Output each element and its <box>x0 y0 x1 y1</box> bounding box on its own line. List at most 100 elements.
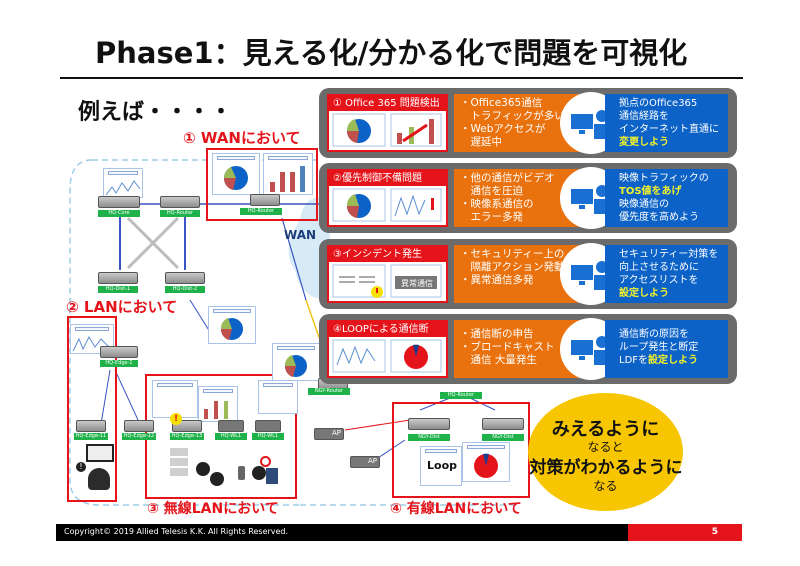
device-label: NGY-Dist <box>482 434 524 441</box>
device-label: HQ-Edge-1 <box>100 360 138 367</box>
bar-chart-icon <box>270 166 305 192</box>
blacklist-thumbnail <box>152 380 198 418</box>
hq-edge-a-switch[interactable] <box>76 420 106 432</box>
action-line: 映像通信の <box>619 199 669 210</box>
wan-highlight-box <box>206 148 318 221</box>
tablet-icon <box>266 468 278 484</box>
issue-card[interactable]: ③インシデント発生 異常通信 <box>327 245 448 303</box>
alert-icon: ! <box>76 462 86 472</box>
action-box: 通信断の原因を ループ発生と断定 LDFを設定しよう <box>605 320 728 378</box>
action-line: 向上させるために <box>619 262 699 273</box>
issue-panel-incident: ③インシデント発生 異常通信 ・セキュリティー上の 隔離アクション発動 ・異常通… <box>319 239 737 309</box>
action-line: 映像トラフィックの <box>619 173 709 184</box>
symptom-box: ・通信断の申告 ・ブロードキャスト 通信 大量発生 <box>454 320 586 378</box>
hq-dist-2-switch[interactable] <box>165 272 205 284</box>
link-hq-ngy2 <box>469 397 496 411</box>
issue-title: ③インシデント発生 <box>329 247 446 262</box>
action-line: 通信断の原因を <box>619 329 689 340</box>
action-line: 優先度を高めよう <box>619 212 699 223</box>
virus-icon <box>252 466 266 480</box>
conclusion-line-4: なる <box>593 479 618 493</box>
action-line: 拠点のOffice365 <box>619 98 698 109</box>
symptom-line: ・ブロードキャスト <box>460 341 555 353</box>
footer-bar: Copyright© 2019 Allied Telesis K.K. All … <box>56 524 742 541</box>
issue-charts-icon <box>332 339 442 373</box>
device-label: HQ-Router <box>160 210 200 217</box>
link-ngy-ap2 <box>374 439 406 461</box>
issue-panel-office365: ① Office 365 問題検出 ・Office365通信 トラフィックが多い… <box>319 88 737 158</box>
blacklist-thumbnail-2 <box>258 380 298 414</box>
action-line: ループ発生と断定 <box>619 342 699 353</box>
hq-router-wan-device[interactable] <box>250 194 280 206</box>
loop-pie-thumbnail <box>462 442 510 482</box>
hq-dist-1-switch[interactable] <box>98 272 138 284</box>
traffic-chart-thumbnail <box>103 168 143 198</box>
pie-chart-icon <box>474 453 498 478</box>
hq-edge-b-switch[interactable] <box>124 420 154 432</box>
symptom-box: ・Office365通信 トラフィックが多い ・Webアクセスが 遅延中 <box>454 94 586 152</box>
issue-card[interactable]: ④LOOPによる通信断 <box>327 320 448 378</box>
ngy-dist-1-switch[interactable] <box>408 418 450 430</box>
action-highlight: 設定しよう <box>648 355 699 366</box>
error-bar-thumbnail-wan <box>263 153 313 195</box>
action-line: 通信経路を <box>619 111 669 122</box>
traffic-line-icon <box>105 180 141 196</box>
action-highlight: 設定しよう <box>619 288 669 299</box>
conclusion-line-2: なると <box>587 440 624 454</box>
action-highlight: 変更しよう <box>619 137 669 148</box>
anomaly-overlay: 異常通信 <box>401 279 433 288</box>
device-label: HQ-Dist-1 <box>98 286 138 293</box>
symptom-line: 通信を圧迫 <box>460 185 523 197</box>
hq-core-switch[interactable] <box>98 196 140 208</box>
traffic-line-icon <box>72 335 110 352</box>
pie-chart-icon <box>220 318 243 340</box>
device-label: HQ-Router <box>440 392 482 399</box>
action-box: 拠点のOffice365 通信経路を インターネット直通に 変更しよう <box>605 94 728 152</box>
ngy-access-point-1[interactable]: AP <box>314 428 344 440</box>
loop-traffic-thumbnail: Loop <box>420 446 462 486</box>
issue-card[interactable]: ① Office 365 問題検出 <box>327 94 448 152</box>
ngy-dist-2-switch[interactable] <box>482 418 524 430</box>
access-point-2[interactable] <box>255 420 281 432</box>
page-number: 5 <box>628 524 742 541</box>
conclusion-bubble: みえるように なると 対策がわかるように なる <box>528 393 683 511</box>
issue-panel-loop: ④LOOPによる通信断 ・通信断の申告 ・ブロードキャスト 通信 大量発生 通信… <box>319 314 737 384</box>
issue-charts-icon <box>332 113 442 147</box>
device-label: HQ-Edge-13 <box>170 433 204 440</box>
issue-card[interactable]: ②優先制御不備問題 <box>327 169 448 227</box>
pie-chart-icon <box>284 355 307 377</box>
symptom-line: ・セキュリティー上の <box>460 248 565 260</box>
link-hqrouter-down <box>281 217 307 301</box>
camera-icons <box>170 448 188 478</box>
symptom-line: ・Office365通信 <box>460 97 543 109</box>
section-label-wan: ① WANにおいて <box>183 129 301 147</box>
symptom-line: 隔離アクション発動 <box>460 261 565 273</box>
virus-icon <box>196 462 210 476</box>
device-label: HQ-Router <box>240 208 282 215</box>
copyright-text: Copyright© 2019 Allied Telesis K.K. All … <box>64 527 289 536</box>
action-line: セキュリティー対策を <box>619 249 719 260</box>
action-line: LDFを設定しよう <box>619 354 720 367</box>
device-label: HQ-Core <box>98 210 140 217</box>
hq-router-device[interactable] <box>160 196 200 208</box>
section-label-lan: ② LANにおいて <box>66 298 178 316</box>
block-icon <box>260 456 271 467</box>
symptom-line: 通信 大量発生 <box>460 354 537 366</box>
access-point-1[interactable] <box>218 420 244 432</box>
link-yellow <box>305 299 321 341</box>
lan-highlight-box <box>67 316 117 502</box>
hq-edge-1-switch[interactable] <box>100 346 138 358</box>
action-line: インターネット直通に <box>619 124 719 135</box>
users-group-icon <box>88 468 110 490</box>
action-prefix: LDFを <box>619 355 649 366</box>
app-pie-thumbnail-lan <box>208 306 256 344</box>
bar-chart-icon <box>204 401 228 419</box>
ngy-access-point-2[interactable]: AP <box>350 456 380 468</box>
example-heading: 例えば・・・・ <box>78 100 233 125</box>
section-label-wired-lan: ④ 有線LANにおいて <box>390 501 522 517</box>
smartphone-icon <box>238 466 245 480</box>
conclusion-line-3: 対策がわかるように <box>529 458 683 478</box>
app-pie-thumbnail-edge <box>272 343 320 381</box>
issue-title: ① Office 365 問題検出 <box>329 96 446 111</box>
symptom-line: ・映像系通信の <box>460 198 534 210</box>
